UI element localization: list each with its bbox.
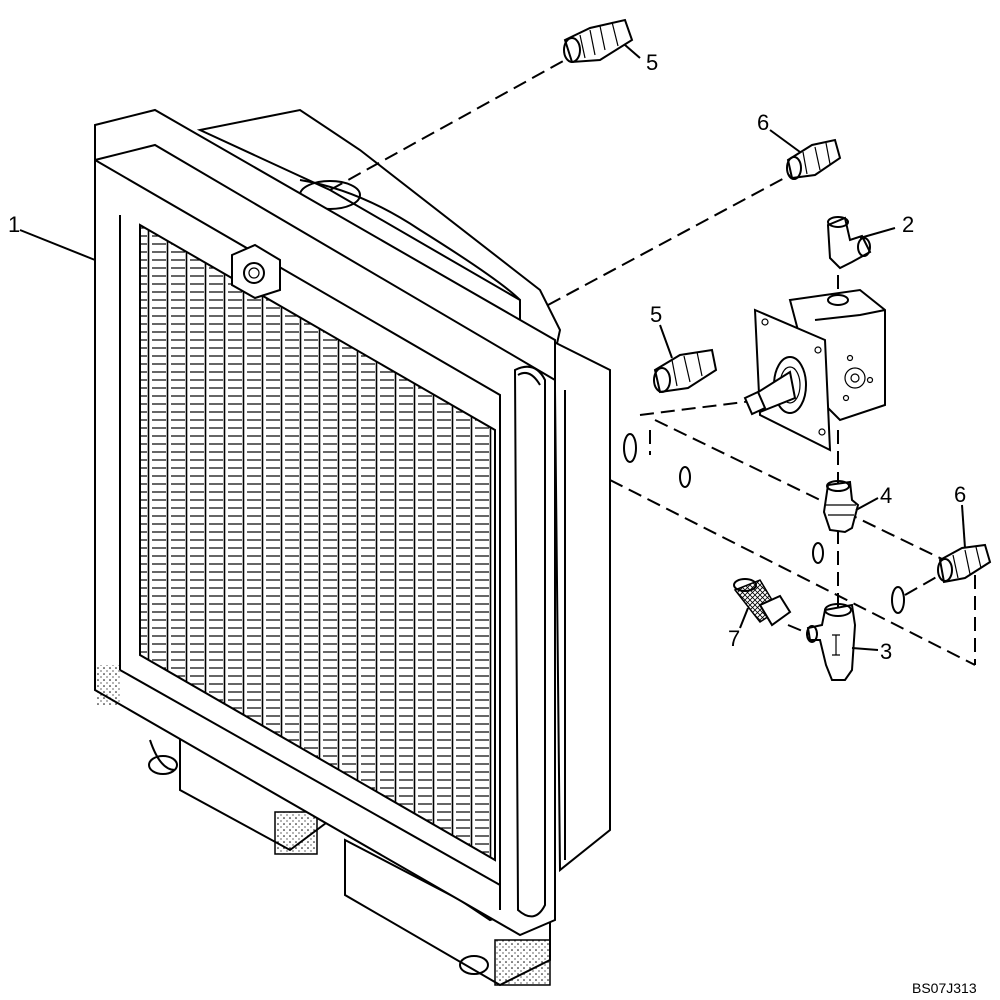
- fitting-5-middle: [653, 348, 718, 394]
- callout-5-top: 5: [646, 50, 658, 75]
- top-bolt: [231, 243, 281, 300]
- callout-6-right: 6: [954, 482, 966, 507]
- leader-lines: [19, 44, 966, 651]
- tee-fitting-3: [806, 603, 857, 681]
- fitting-6-right: [937, 543, 992, 584]
- side-tank: [548, 338, 611, 873]
- fitting-5-top: [563, 18, 634, 64]
- mounting-bracket-right: [344, 838, 551, 987]
- cooler-assembly: [94, 108, 611, 987]
- valve-block: [743, 288, 886, 452]
- callout-6-top: 6: [757, 110, 769, 135]
- callout-5-middle: 5: [650, 302, 662, 327]
- radiator-core: [139, 223, 496, 862]
- callout-2: 2: [902, 212, 914, 237]
- fitting-6-top: [786, 138, 842, 180]
- callout-7: 7: [728, 626, 740, 651]
- adapter-fitting-4: [822, 480, 860, 534]
- elbow-fitting-2: [826, 216, 872, 270]
- drawing-code: BS07J313: [912, 980, 977, 996]
- callout-4: 4: [880, 483, 892, 508]
- callout-1: 1: [8, 212, 20, 237]
- callout-3: 3: [880, 639, 892, 664]
- strainer-7: [733, 578, 792, 627]
